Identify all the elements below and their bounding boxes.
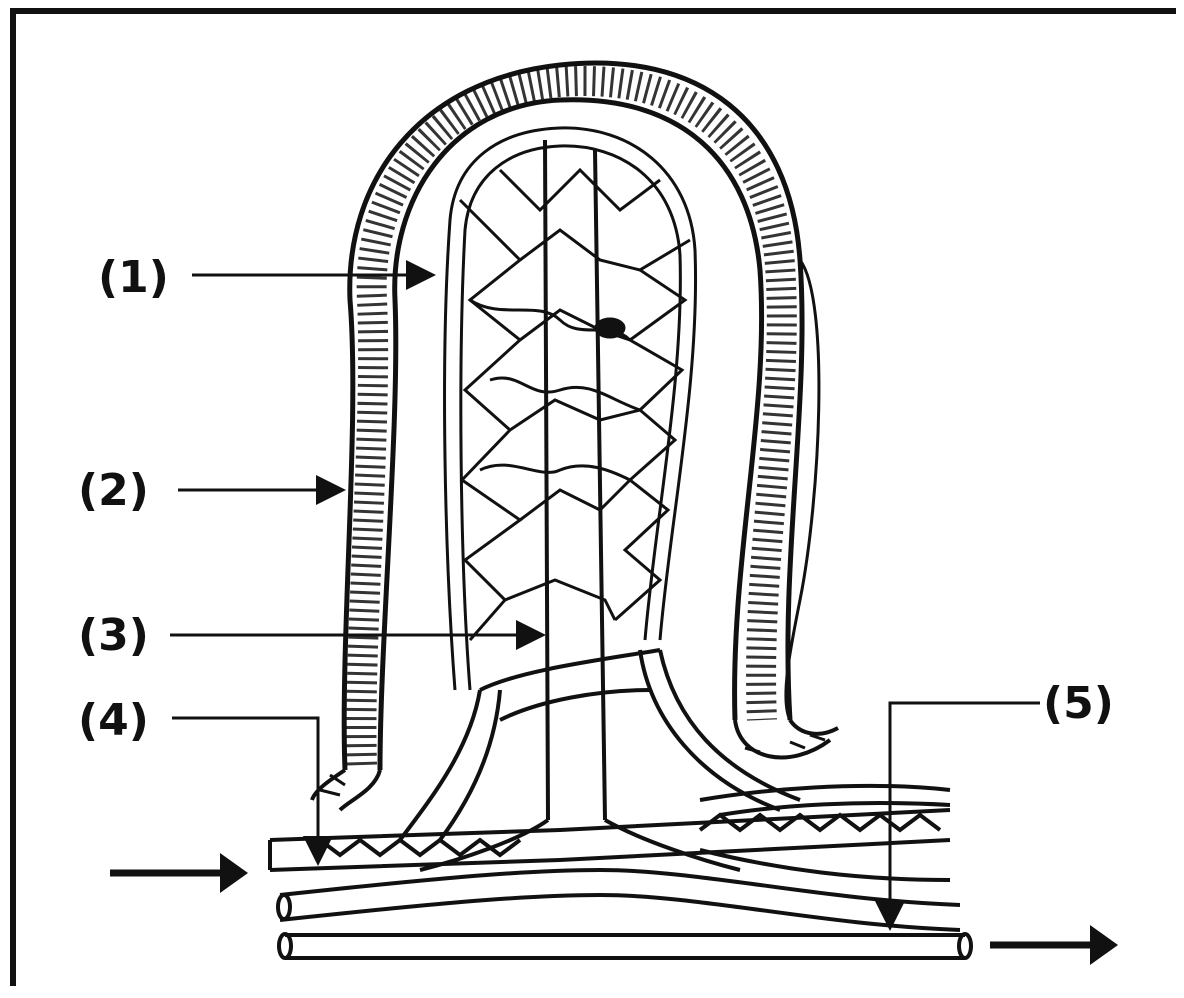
image-frame — [10, 8, 1176, 986]
